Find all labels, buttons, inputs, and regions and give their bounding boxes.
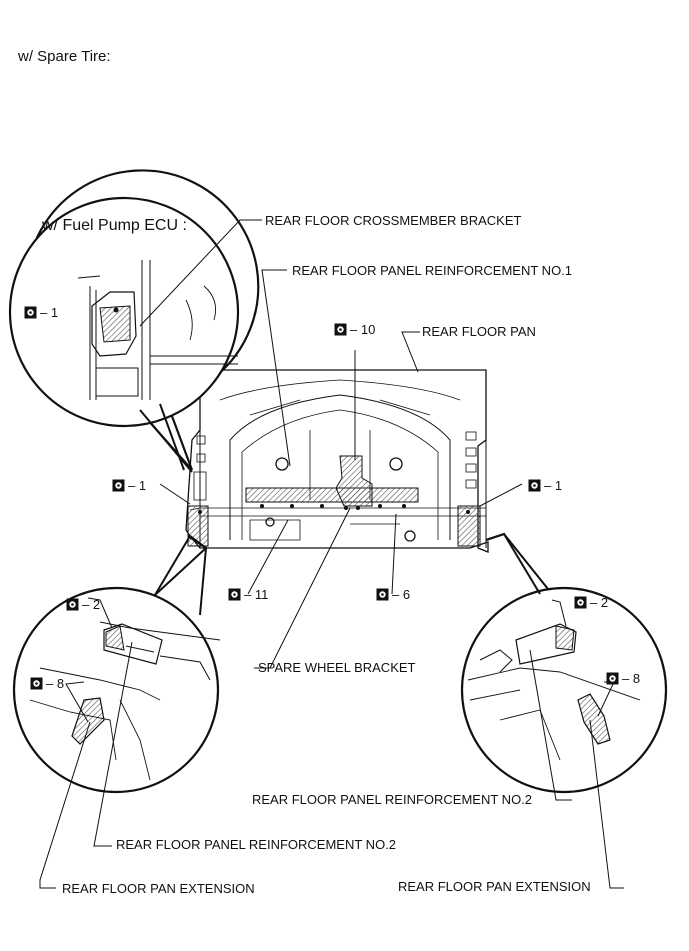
label-rear-floor-pan: REAR FLOOR PAN	[422, 324, 536, 339]
page-title: w/ Spare Tire:	[18, 48, 111, 65]
label-pan-extension-right: REAR FLOOR PAN EXTENSION	[398, 879, 591, 894]
weld-spot-icon	[66, 598, 79, 611]
weld-spot-icon	[112, 479, 125, 492]
label-panel-reinforcement-no1: REAR FLOOR PANEL REINFORCEMENT NO.1	[292, 263, 573, 278]
reinforcement-hatch	[187, 455, 481, 547]
label-pan-extension-left: REAR FLOOR PAN EXTENSION	[62, 881, 255, 896]
inset-fuel-pump-ecu	[8, 169, 260, 473]
callout-number: – 2	[82, 597, 101, 612]
callout-number: – 1	[128, 478, 147, 493]
callout-number: – 1	[40, 305, 59, 320]
weld-spot-icon	[528, 479, 541, 492]
callout-6: – 6	[376, 588, 410, 606]
callout-right-2: – 2	[574, 596, 608, 614]
callout-number: – 8	[622, 671, 641, 686]
inset-title: w/ Fuel Pump ECU :	[42, 217, 187, 234]
inset-left	[12, 534, 221, 794]
callout-number: – 2	[590, 595, 609, 610]
callout-right-8: – 8	[606, 672, 640, 690]
label-panel-reinforcement-no2-right: REAR FLOOR PANEL REINFORCEMENT NO.2	[252, 792, 533, 807]
callout-number: – 1	[544, 478, 563, 493]
label-spare-wheel-bracket: SPARE WHEEL BRACKET	[258, 660, 416, 675]
callout-right-1: – 1	[528, 479, 562, 497]
weld-spot-icon	[606, 672, 619, 685]
callout-left-2: – 2	[66, 598, 100, 616]
callout-11: – 11	[228, 588, 268, 606]
weld-dots	[198, 504, 470, 514]
callout-number: – 10	[350, 322, 376, 337]
weld-spot-icon	[334, 323, 347, 336]
rear-floor-pan-drawing	[185, 369, 489, 553]
callout-10: – 10	[334, 323, 375, 341]
callout-number: – 8	[46, 676, 65, 691]
callout-left-8: – 8	[30, 677, 64, 695]
callout-inset-1: – 1	[24, 306, 58, 324]
weld-spot-icon	[376, 588, 389, 601]
label-panel-reinforcement-no2-left: REAR FLOOR PANEL REINFORCEMENT NO.2	[116, 837, 397, 852]
callout-number: – 6	[392, 587, 411, 602]
leader-lines	[39, 219, 624, 889]
callout-left-1: – 1	[112, 479, 146, 497]
weld-spot-icon	[228, 588, 241, 601]
inset-right	[460, 532, 668, 794]
callout-number: – 11	[244, 587, 269, 602]
weld-spot-icon	[574, 596, 587, 609]
weld-spot-icon	[24, 306, 37, 319]
label-crossmember-bracket: REAR FLOOR CROSSMEMBER BRACKET	[265, 213, 522, 228]
weld-spot-icon	[30, 677, 43, 690]
